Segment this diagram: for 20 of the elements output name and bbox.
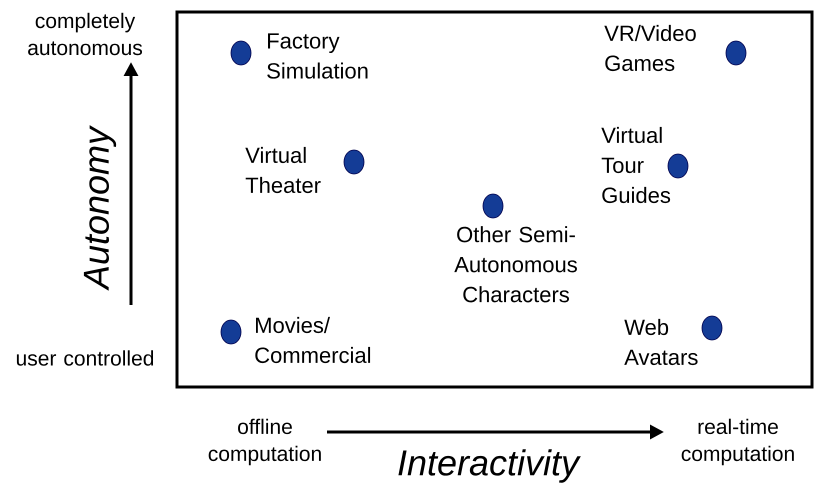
data-point bbox=[220, 320, 242, 344]
axis-end-label: offline computation bbox=[208, 418, 321, 466]
point-label: Virtual Tour Guides bbox=[601, 126, 670, 204]
data-point bbox=[726, 40, 746, 66]
data-point bbox=[230, 40, 252, 66]
axis-title: Autonomy bbox=[84, 125, 116, 291]
data-point bbox=[702, 316, 722, 340]
axis-title: Interactivity bbox=[398, 449, 581, 483]
point-label: VR/Video Games bbox=[604, 24, 696, 72]
axis-end-label: user controlled bbox=[16, 350, 154, 366]
axis-end-label: completely autonomous bbox=[28, 12, 142, 56]
data-point bbox=[668, 154, 688, 178]
point-label: Factory Simulation bbox=[267, 33, 368, 79]
point-label: Other Semi-Autonomous Characters bbox=[454, 226, 577, 302]
point-label: Movies/ Commercial bbox=[255, 316, 370, 364]
point-label: Virtual Theater bbox=[245, 146, 321, 194]
data-point bbox=[482, 194, 504, 218]
point-label: Web Avatars bbox=[624, 318, 698, 366]
data-point bbox=[344, 150, 364, 174]
axis-end-label: real-time computation bbox=[682, 418, 794, 466]
